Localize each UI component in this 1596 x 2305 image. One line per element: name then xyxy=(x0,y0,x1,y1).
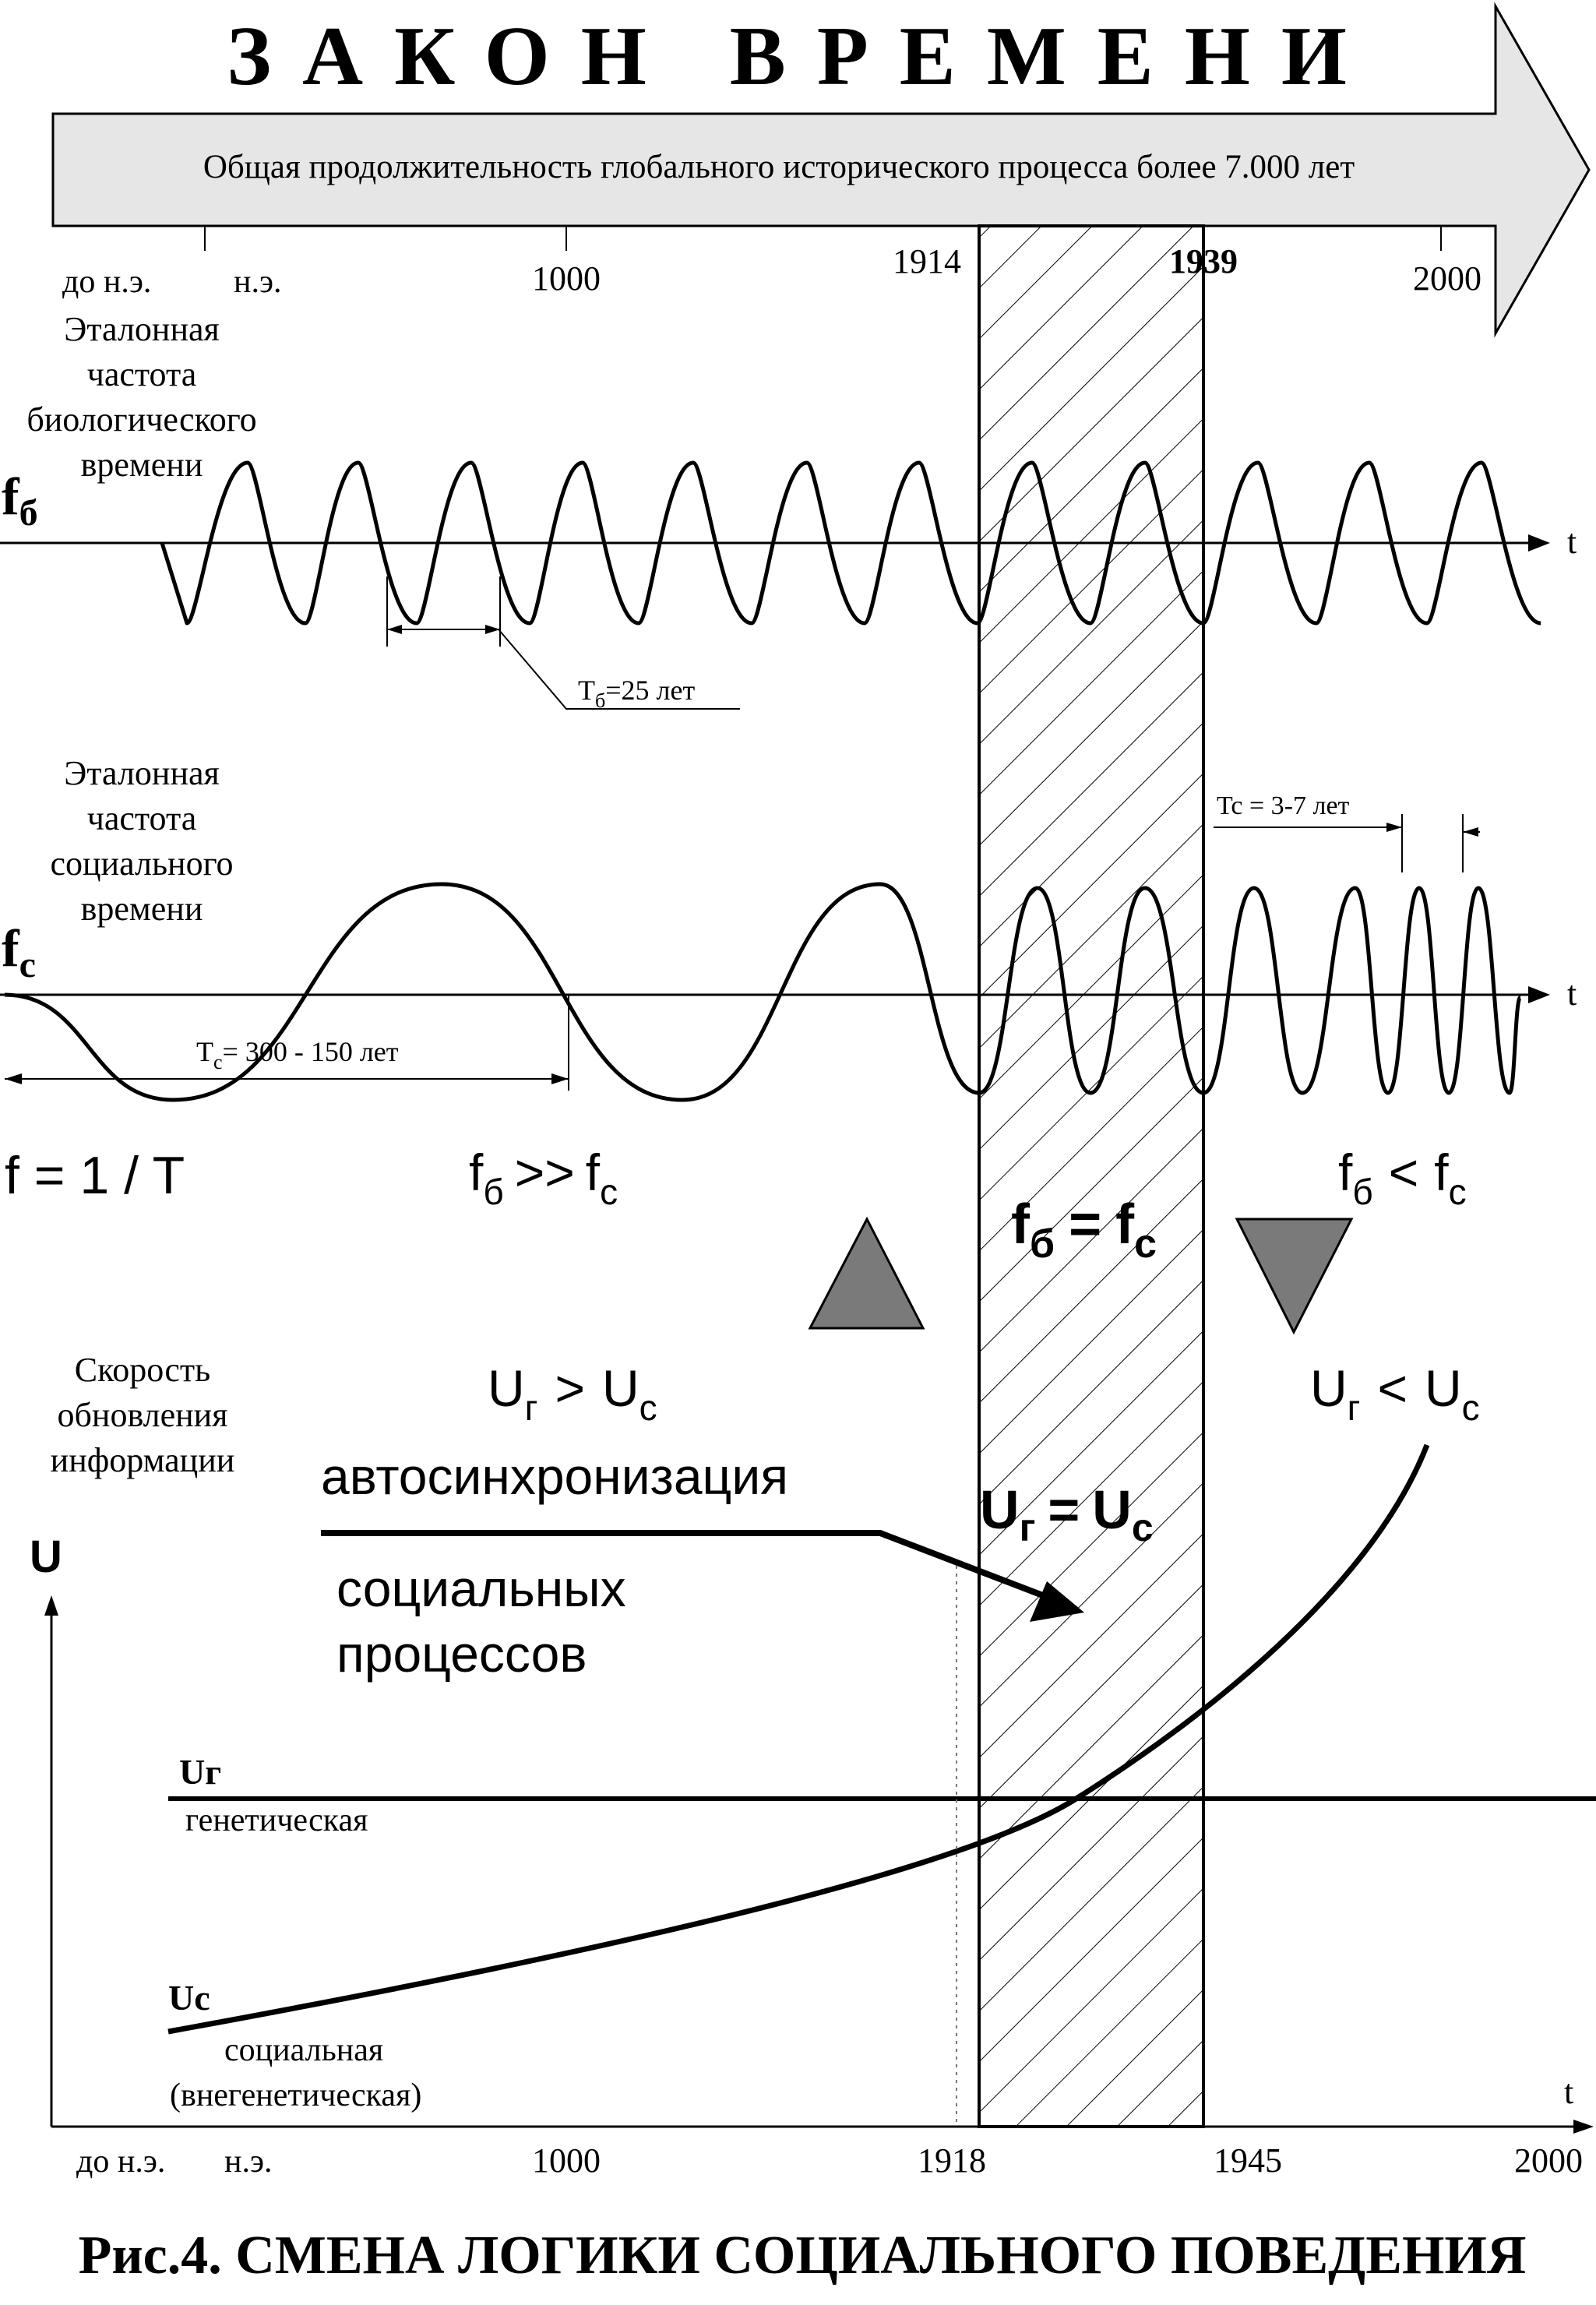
relation-ug-gt-uc: Uг>Uc xyxy=(488,1359,657,1428)
bio-axis-arrowhead xyxy=(1528,534,1550,552)
bio-wave xyxy=(160,460,1541,626)
speed-time-arrowhead xyxy=(1573,2120,1594,2134)
relation-ug-eq-uc: Uг=Uc xyxy=(980,1479,1154,1549)
social-axis-t: t xyxy=(1567,975,1577,1013)
bio-period-dimension xyxy=(386,576,740,710)
uc-social-curve xyxy=(167,1443,1430,2035)
bio-period-arrow-right xyxy=(485,625,500,634)
uc-description-1: социальная xyxy=(224,2032,383,2068)
bio-label: Эталонная частота биологического времени xyxy=(26,310,256,484)
social-short-period-dimension xyxy=(1214,814,1480,872)
top-tick-1000: 1000 xyxy=(532,259,601,298)
bottom-tick-1918: 1918 xyxy=(918,2141,986,2180)
arrow-caption: Общая продолжительность глобального исто… xyxy=(203,149,1355,185)
relation-fb-gg-fc: fб>>fc xyxy=(469,1144,618,1212)
bottom-tick-1000: 1000 xyxy=(532,2141,601,2180)
social-short-arrow-b xyxy=(1463,827,1478,837)
synchronization-band xyxy=(978,224,1205,2128)
figure-caption: Рис.4. СМЕНА ЛОГИКИ СОЦИАЛЬНОГО ПОВЕДЕНИ… xyxy=(79,2226,1527,2286)
diagram-title: ЗАКОН ВРЕМЕНИ xyxy=(227,10,1378,103)
bottom-tick-bc: до н.э. xyxy=(76,2144,165,2180)
bottom-tick-2000: 2000 xyxy=(1514,2141,1583,2180)
social-label-line-1: Эталонная xyxy=(64,754,220,792)
sync-line-3: процессов xyxy=(336,1625,587,1683)
top-tick-bc: до н.э. xyxy=(62,264,151,300)
social-label-line-2: частота xyxy=(87,799,197,837)
top-tick-ad: н.э. xyxy=(234,264,282,300)
social-period-arrow-left xyxy=(5,1073,22,1084)
uc-label: Uc xyxy=(168,1978,210,2018)
social-period-arrow-right xyxy=(551,1073,569,1084)
top-tick-1914: 1914 xyxy=(893,242,961,280)
ug-description: генетическая xyxy=(185,1803,368,1838)
uc-description-2: (внегенетическая) xyxy=(170,2078,421,2113)
bio-label-line-2: частота xyxy=(87,355,197,393)
speed-axis-t: t xyxy=(1564,2073,1573,2111)
ug-label: Uг xyxy=(179,1752,221,1792)
down-triangle-marker xyxy=(1235,1218,1354,1335)
up-triangle-marker xyxy=(808,1216,925,1330)
social-label-line-4: времени xyxy=(81,890,203,928)
timeline-arrow xyxy=(51,2,1591,338)
social-short-arrow-a xyxy=(1386,823,1402,832)
speed-label: Скорость обновления информации xyxy=(51,1351,235,1479)
social-wave xyxy=(4,882,1523,1102)
bio-axis-t: t xyxy=(1567,523,1577,561)
social-label-line-3: социального xyxy=(50,844,233,883)
bio-period-label: Tб=25 лет xyxy=(578,675,695,712)
social-axis-arrowhead xyxy=(1528,986,1550,1003)
sync-pointer-arrowhead xyxy=(1030,1581,1084,1622)
social-period-label: Tc= 300 - 150 лет xyxy=(196,1036,399,1073)
bio-label-line-3: биологического xyxy=(26,400,256,439)
speed-label-line-1: Скорость xyxy=(75,1351,210,1389)
top-tick-2000: 2000 xyxy=(1413,259,1481,298)
bio-period-arrow-left xyxy=(387,625,402,634)
bio-label-line-4: времени xyxy=(81,446,203,484)
bio-label-line-1: Эталонная xyxy=(64,310,220,348)
social-label: Эталонная частота социального времени xyxy=(50,754,233,928)
social-short-period-label: Tc = 3-7 лет xyxy=(1217,791,1350,820)
social-period-dimension xyxy=(5,995,569,1091)
speed-vertical-arrowhead xyxy=(44,1595,58,1616)
speed-label-line-3: информации xyxy=(51,1441,235,1479)
sync-pointer-line xyxy=(321,1530,1069,1608)
relation-fb-eq-fc: fб=fc xyxy=(1011,1193,1157,1267)
speed-axis-symbol: U xyxy=(30,1531,62,1582)
relation-ug-lt-uc: Uг<Uc xyxy=(1310,1359,1480,1428)
sync-line-1: автосинхронизация xyxy=(321,1447,788,1505)
sync-line-2: социальных xyxy=(336,1560,626,1617)
frequency-formula: f = 1 / T xyxy=(5,1146,185,1205)
relation-fb-lt-fc: fб<fc xyxy=(1338,1144,1467,1212)
top-axis xyxy=(204,226,1442,251)
speed-label-line-2: обновления xyxy=(58,1396,228,1434)
bottom-tick-ad: н.э. xyxy=(224,2144,273,2180)
social-symbol: fc xyxy=(2,918,36,985)
bottom-tick-1945: 1945 xyxy=(1214,2141,1282,2180)
bio-symbol: fб xyxy=(2,467,38,534)
